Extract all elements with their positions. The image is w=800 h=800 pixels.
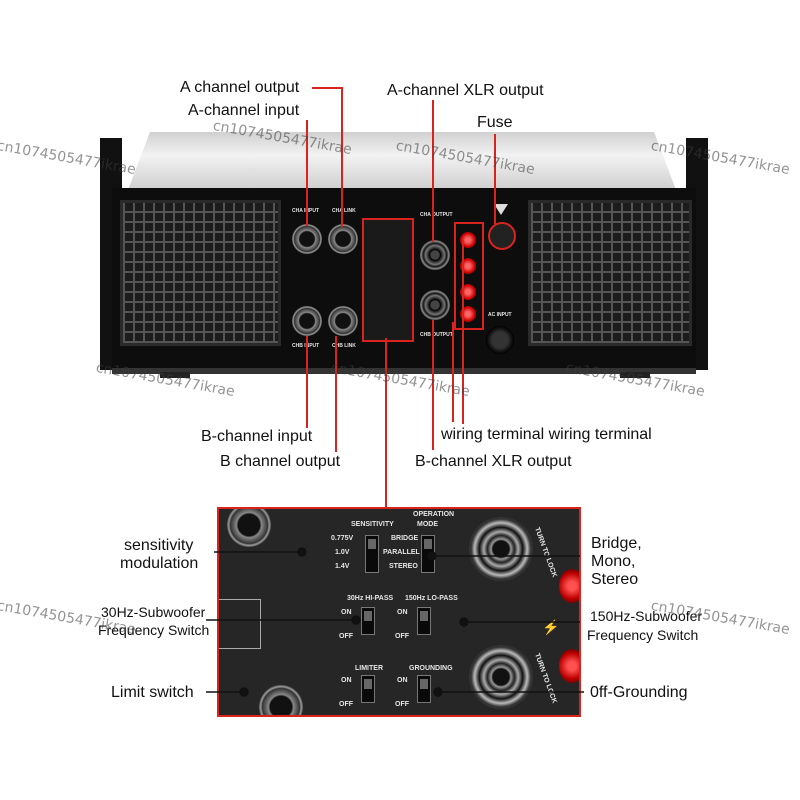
chb-link-label: CHB LINK: [332, 343, 356, 349]
grounding-label: 0ff-Grounding: [590, 684, 688, 701]
mode-switch-block: [362, 218, 414, 342]
leader-a-xlr: [432, 100, 434, 242]
sensitivity-label-2: modulation: [120, 555, 199, 572]
grounding-switch: [417, 675, 431, 703]
hz30-label-2: Frequency Switch: [98, 622, 210, 638]
chb-input-label: CHB INPUT: [292, 343, 320, 349]
chb-input-connector-icon: [292, 306, 322, 336]
operation-mode-switch: [421, 535, 435, 573]
ac-input-label: AC INPUT: [488, 312, 512, 318]
leader-wiring-2: [462, 240, 464, 424]
speakon-connector-icon: [469, 645, 533, 709]
leader-wiring-1: [452, 322, 454, 422]
binding-post-frame: [454, 222, 484, 330]
red-terminal-icon: [559, 649, 579, 683]
inset-mode: MODE: [417, 521, 438, 528]
inset-on: ON: [341, 677, 352, 684]
b-channel-input-label: B-channel input: [201, 428, 313, 445]
inset-lopass: 150Hz LO-PASS: [405, 595, 458, 602]
inset-v1: 0.775V: [331, 535, 354, 542]
inset-off: OFF: [395, 701, 409, 708]
leader-a-output-h: [312, 87, 342, 89]
inset-off: OFF: [339, 633, 353, 640]
inset-off: OFF: [395, 633, 409, 640]
inset-turn-lock: TURN TO LOCK: [533, 526, 558, 579]
inset-v2: 1.0V: [335, 549, 350, 556]
wiring-terminal-label: wiring terminal wiring terminal: [441, 426, 652, 443]
panel-marking-box: [219, 599, 261, 649]
switch-panel-inset: SENSITIVITY OPERATION MODE 0.775V 1.0V 1…: [217, 507, 581, 717]
a-channel-input-label: A-channel input: [188, 102, 300, 119]
leader-b-output: [335, 336, 337, 452]
red-terminal-icon: [559, 569, 579, 603]
inset-off: OFF: [339, 701, 353, 708]
speakon-connector-icon: [469, 517, 533, 581]
b-channel-xlr-output-label: B-channel XLR output: [415, 453, 572, 470]
inset-on: ON: [397, 609, 408, 616]
xlr-connector-icon: [259, 685, 303, 715]
cha-xlr-output-connector-icon: [420, 240, 450, 270]
foot-right: [620, 372, 650, 378]
xlr-connector-icon: [227, 509, 271, 547]
b-channel-output-label: B channel output: [220, 453, 341, 470]
amplifier-top-lid: [128, 132, 676, 190]
lightning-icon: ⚡: [542, 619, 560, 635]
limiter-switch: [361, 675, 375, 703]
leader-a-output-v: [341, 87, 343, 227]
fuse-holder-icon: [488, 222, 516, 250]
limit-switch-label: Limit switch: [111, 684, 194, 701]
inset-on: ON: [341, 609, 352, 616]
inset-operation: OPERATION: [413, 511, 455, 518]
chb-link-connector-icon: [328, 306, 358, 336]
inset-grounding: GROUNDING: [409, 665, 453, 672]
inset-turn-lock: TURN TO LOCK: [533, 652, 558, 705]
inset-hipass: 30Hz HI-PASS: [347, 595, 394, 602]
cha-input-connector-icon: [292, 224, 322, 254]
cha-output-label: CHA OUTPUT: [420, 212, 453, 218]
bridge-label-3: Stereo: [591, 571, 639, 588]
cha-input-label: CHA INPUT: [292, 208, 320, 214]
lopass-switch: [417, 607, 431, 635]
watermark: cn1074505477ikrae: [649, 137, 791, 179]
inset-parallel: PARALLEL: [383, 549, 420, 556]
a-channel-xlr-output-label: A-channel XLR output: [387, 82, 544, 99]
leader-b-xlr: [432, 320, 434, 450]
ac-power-cord-icon: [486, 326, 514, 354]
right-fan-vent: [528, 200, 692, 346]
inset-v3: 1.4V: [335, 563, 350, 570]
bridge-label-2: Mono,: [591, 553, 636, 570]
leader-switch-block: [385, 338, 387, 508]
binding-post-icon: [460, 284, 476, 300]
cha-link-connector-icon: [328, 224, 358, 254]
inset-on: ON: [397, 677, 408, 684]
binding-post-icon: [460, 306, 476, 322]
sensitivity-label-1: sensitivity: [124, 537, 194, 554]
chb-output-label: CHB OUTPUT: [420, 332, 453, 338]
leader-fuse: [494, 134, 496, 224]
sensitivity-switch: [365, 535, 379, 573]
inset-bridge: BRIDGE: [391, 535, 419, 542]
chb-xlr-output-connector-icon: [420, 290, 450, 320]
binding-post-icon: [460, 258, 476, 274]
leader-b-input: [306, 336, 308, 428]
inset-stereo: STEREO: [389, 563, 418, 570]
leader-a-input: [306, 120, 308, 226]
hz30-label-1: 30Hz-Subwoofer: [101, 604, 206, 620]
warning-triangle-icon: [494, 204, 508, 215]
hipass-switch: [361, 607, 375, 635]
bridge-label-1: Bridge,: [591, 535, 642, 552]
inset-sensitivity: SENSITIVITY: [351, 521, 394, 528]
hz150-label-1: 150Hz-Subwoofer: [590, 608, 703, 624]
hz150-label-2: Frequency Switch: [587, 627, 699, 643]
foot-left: [160, 372, 190, 378]
a-channel-output-label: A channel output: [180, 79, 300, 96]
inset-limiter: LIMITER: [355, 665, 383, 672]
cha-link-label: CHA LINK: [332, 208, 356, 214]
fuse-label: Fuse: [477, 114, 513, 131]
left-fan-vent: [120, 200, 281, 346]
binding-post-icon: [460, 232, 476, 248]
